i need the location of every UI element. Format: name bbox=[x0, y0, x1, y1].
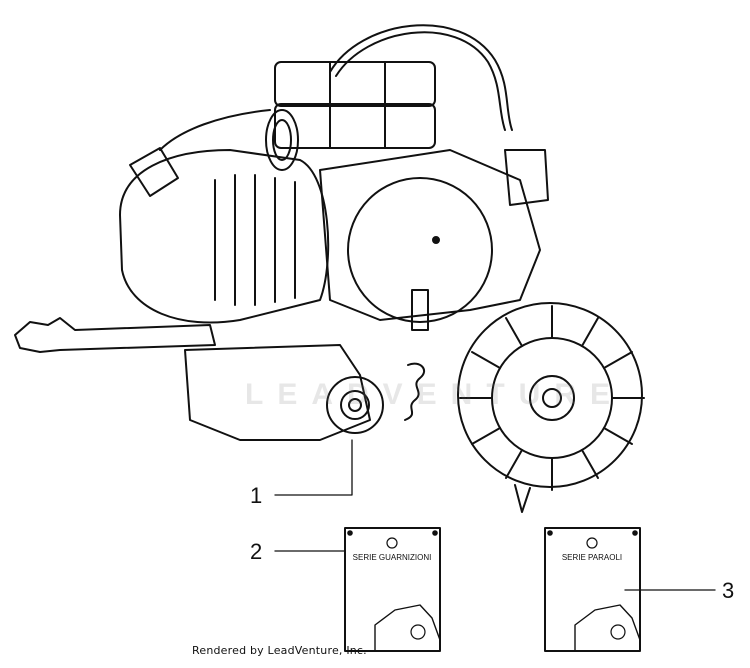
fan-fins bbox=[459, 305, 645, 491]
gasket-kit-illustration bbox=[344, 527, 441, 652]
watermark: LEADVENTURE bbox=[245, 378, 625, 411]
callout-number-2: 2 bbox=[250, 539, 263, 564]
callout-leader-lines bbox=[274, 439, 716, 591]
footer-credit: Rendered by LeadVenture, Inc. bbox=[192, 644, 367, 657]
seal-kit-illustration bbox=[544, 527, 641, 652]
gasket-kit-label: SERIE GUARNIZIONI bbox=[353, 553, 432, 562]
seal-kit-label: SERIE PARAOLI bbox=[562, 553, 622, 562]
callout-number-1: 1 bbox=[250, 483, 263, 508]
callout-number-3: 3 bbox=[722, 578, 735, 603]
engine-assembly-illustration bbox=[14, 24, 645, 513]
leader-line-1 bbox=[274, 439, 353, 496]
